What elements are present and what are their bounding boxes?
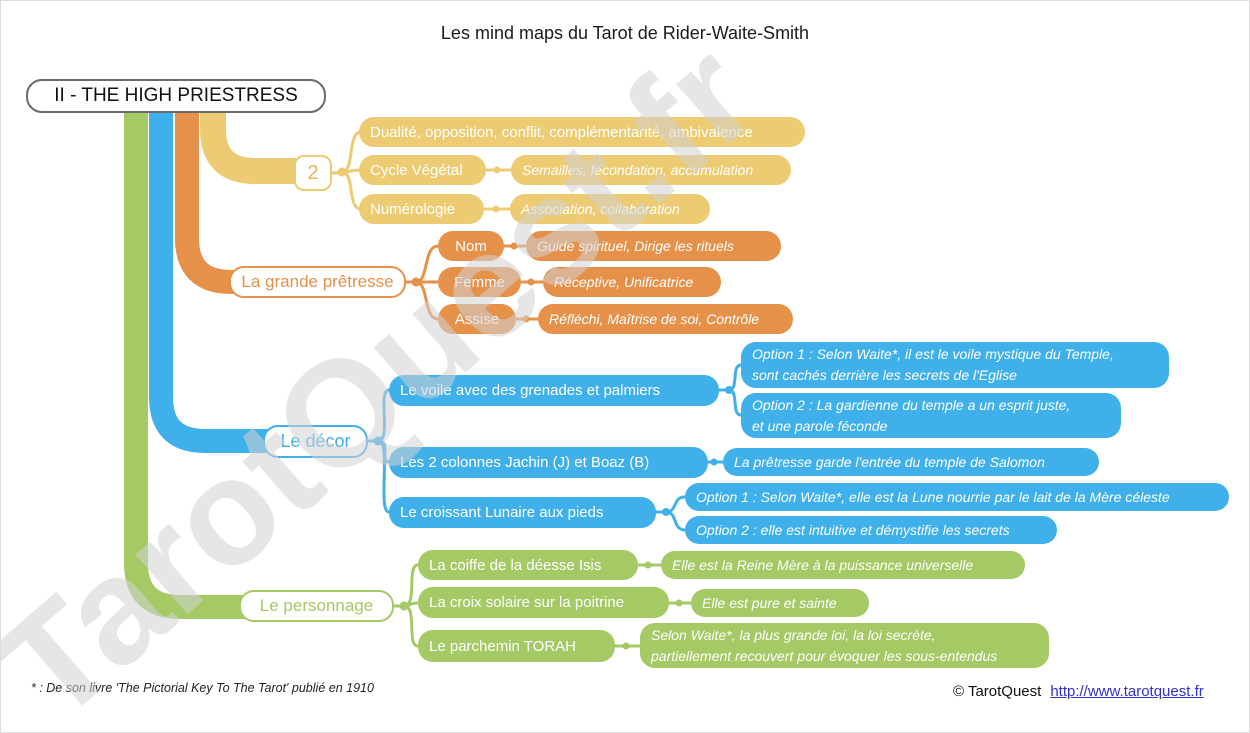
node-voile: Le voile avec des grenades et palmiers [389, 375, 719, 406]
branch-node-personnage: Le personnage [239, 590, 394, 622]
note-voile-option2: Option 2 : La gardienne du temple a un e… [741, 393, 1121, 438]
note-assise: Réfléchi, Maîtrise de soi, Contrôle [538, 304, 793, 334]
note-coiffe: Elle est la Reine Mère à la puissance un… [661, 551, 1025, 579]
root-node: II - THE HIGH PRIESTRESS [26, 79, 326, 113]
node-parchemin: Le parchemin TORAH [418, 630, 615, 662]
node-cycle-vegetal: Cycle Végétal [359, 155, 486, 185]
node-croissant: Le croissant Lunaire aux pieds [389, 497, 656, 528]
node-numerologie: Numérologie [359, 194, 484, 224]
note-croissant-option1: Option 1 : Selon Waite*, elle est la Lun… [685, 483, 1229, 511]
note-voile-option1: Option 1 : Selon Waite*, il est le voile… [741, 342, 1169, 388]
branch-node-grande-pretresse: La grande prêtresse [229, 266, 406, 298]
note-croissant-option2: Option 2 : elle est intuitive et démysti… [685, 516, 1057, 544]
copyright-text: © TarotQuest [953, 683, 1042, 700]
branch-node-decor: Le décor [263, 425, 368, 458]
note-cycle-vegetal: Semailles, fécondation, accumulation [511, 155, 791, 185]
page-title: Les mind maps du Tarot de Rider-Waite-Sm… [440, 23, 810, 43]
node-colonnes: Les 2 colonnes Jachin (J) et Boaz (B) [389, 447, 708, 478]
tarotquest-link[interactable]: http://www.tarotquest.fr [1050, 683, 1204, 700]
copyright-line: © TarotQuest http://www.tarotquest.fr [953, 683, 1204, 700]
note-parchemin: Selon Waite*, la plus grande loi, la loi… [640, 623, 1049, 668]
note-numerologie: Association, collaboration [510, 194, 710, 224]
note-nom: Guide spirituel, Dirige les rituels [526, 231, 781, 261]
node-femme: Femme [438, 267, 521, 297]
node-croix: La croix solaire sur la poitrine [418, 587, 669, 618]
node-nom: Nom [438, 231, 504, 261]
note-femme: Réceptive, Unificatrice [543, 267, 721, 297]
node-coiffe: La coiffe de la déesse Isis [418, 550, 638, 580]
branch-node-2: 2 [294, 155, 332, 191]
note-croix: Elle est pure et sainte [691, 589, 869, 617]
note-colonnes: La prêtresse garde l'entrée du temple de… [723, 448, 1099, 476]
node-assise: Assise [438, 304, 516, 334]
footnote: * : De son livre 'The Pictorial Key To T… [31, 681, 374, 695]
node-dualite: Dualité, opposition, conflit, complément… [359, 117, 805, 147]
